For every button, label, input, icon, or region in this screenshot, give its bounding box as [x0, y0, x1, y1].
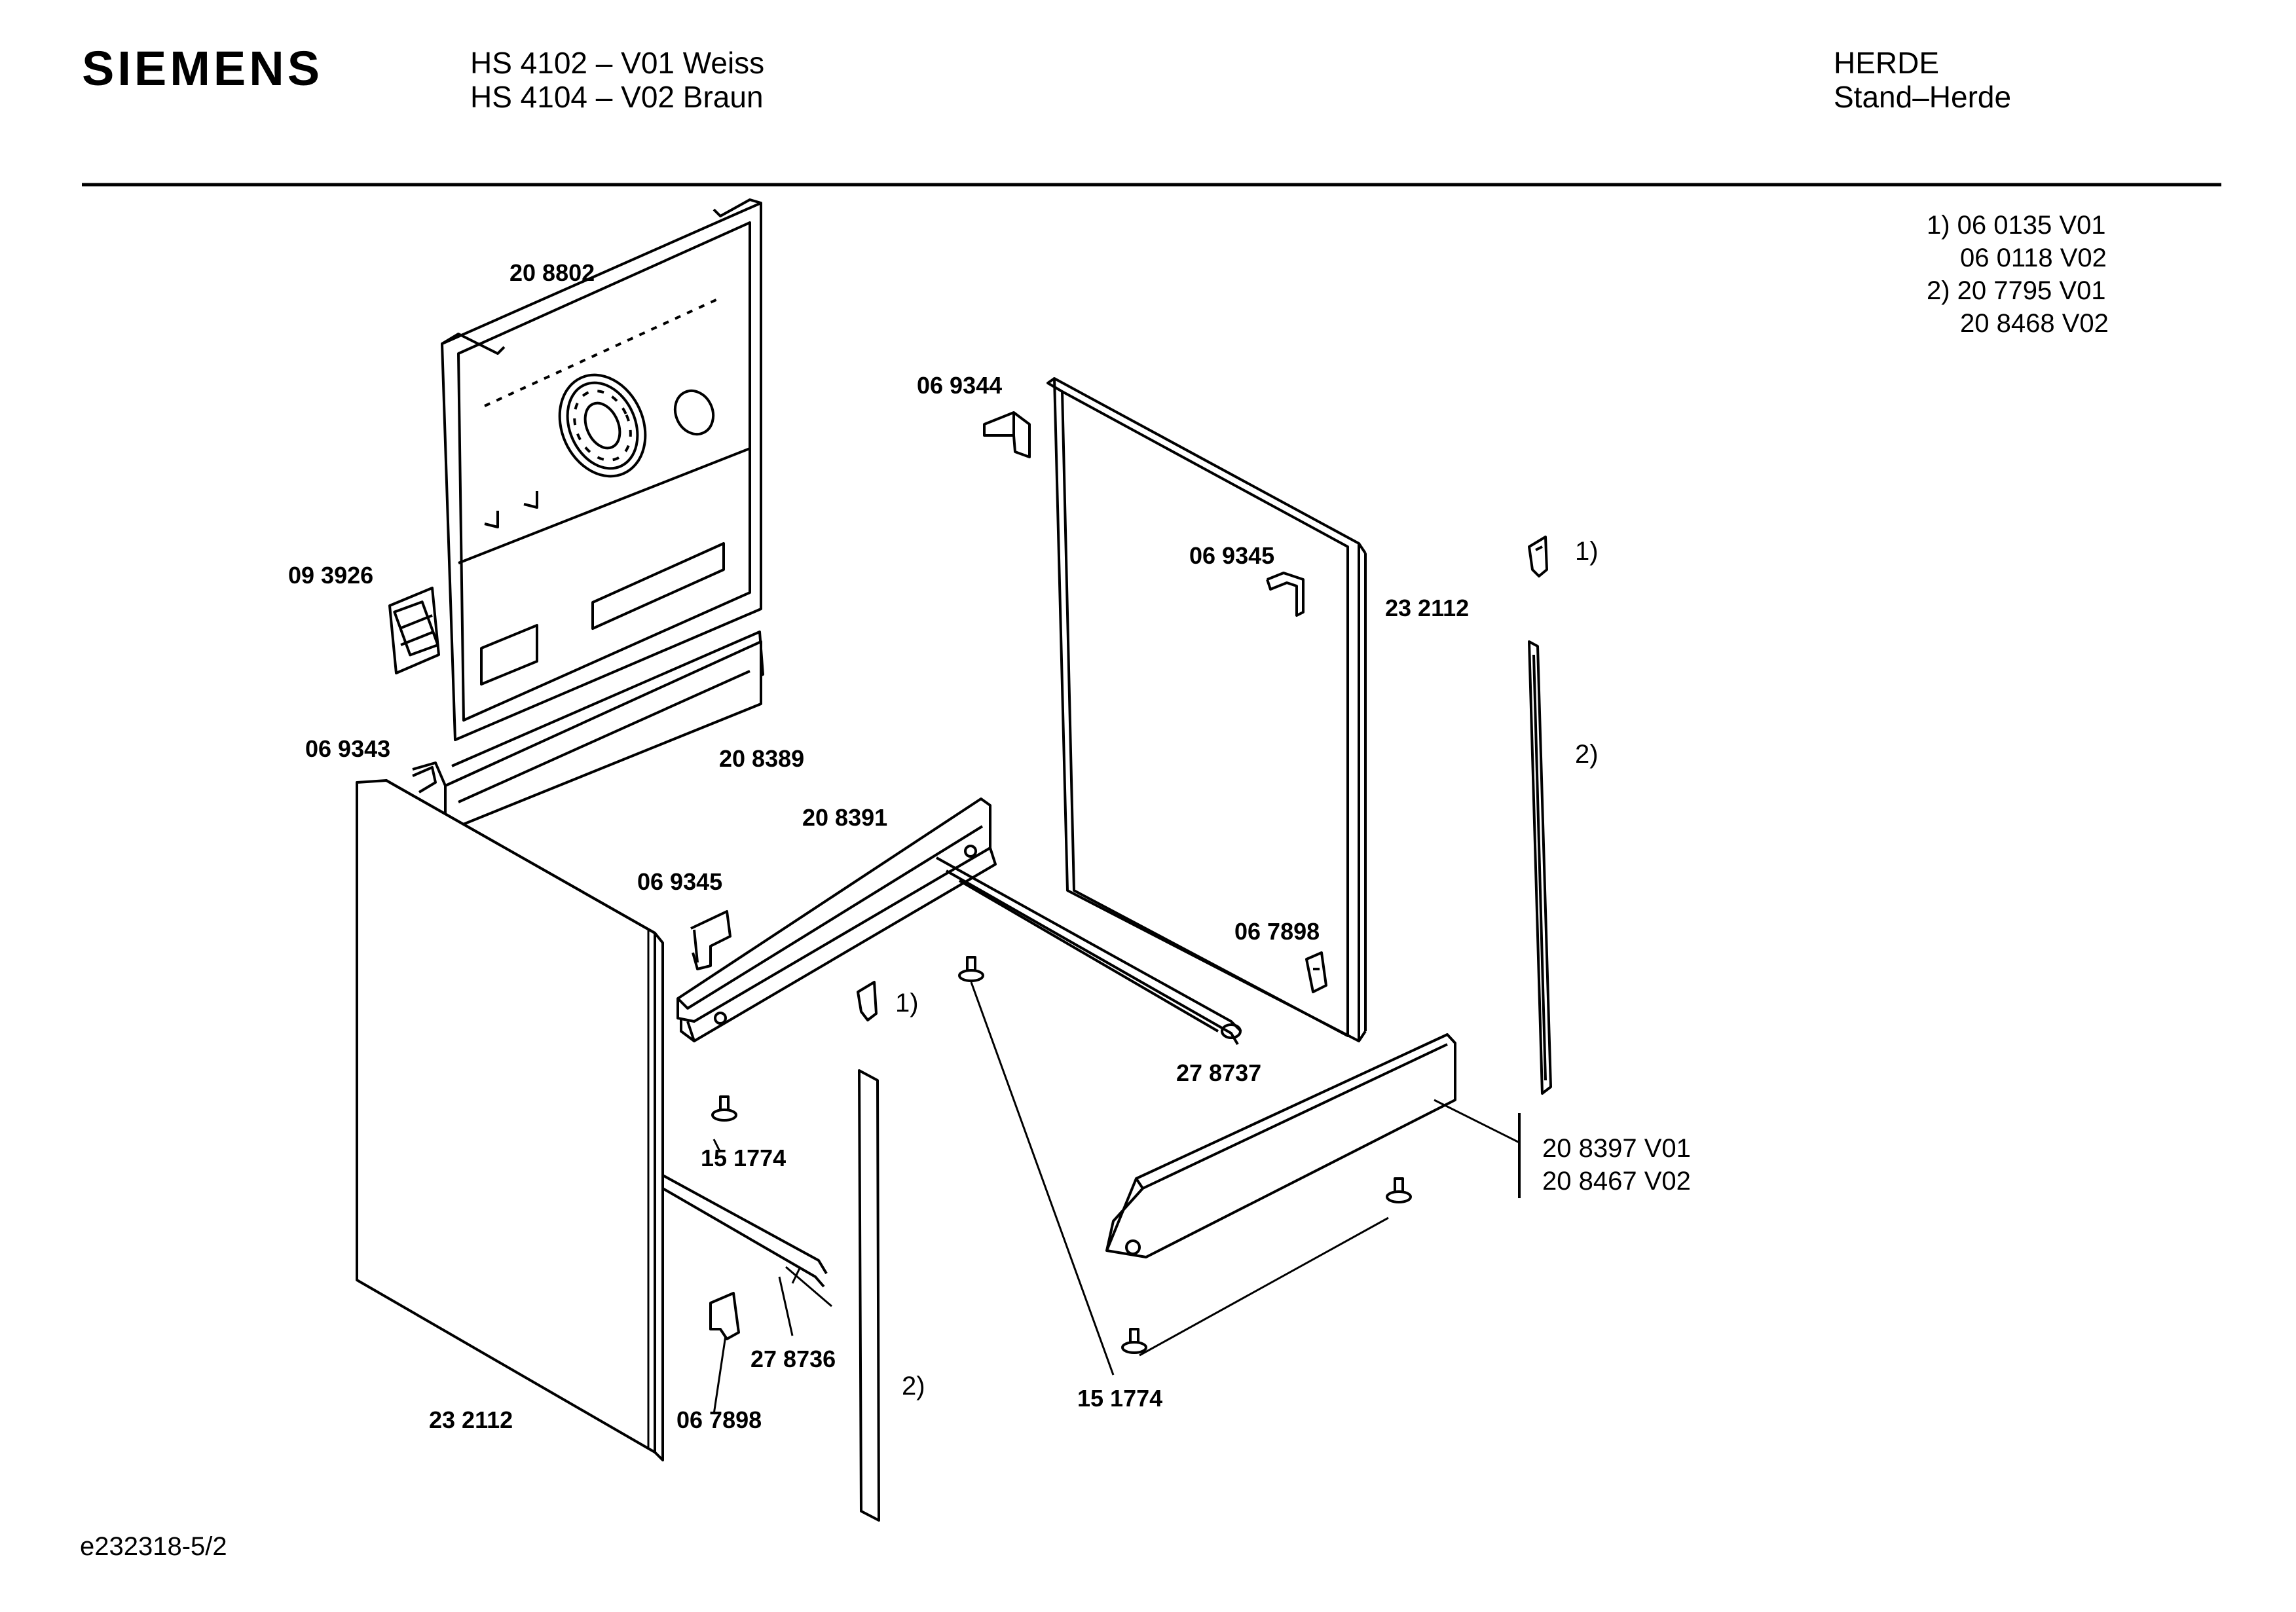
adjustable-foot-bottom-part: [1121, 1217, 1389, 1357]
trim-strip-right-part: [1528, 640, 1552, 1095]
category-line-1: HERDE: [1834, 46, 1940, 80]
label-093926: 09 3926: [288, 562, 374, 589]
label-232112-left: 23 2112: [429, 1406, 513, 1433]
right-support-rail-part: [936, 856, 1242, 1046]
brand-logo: SIEMENS: [82, 41, 324, 96]
adjustable-foot-middle-part: [958, 956, 1115, 1376]
label-151774-left: 15 1774: [701, 1145, 787, 1171]
control-bracket-part: [388, 587, 440, 674]
label-208391: 20 8391: [802, 804, 888, 831]
label-278736: 27 8736: [750, 1346, 836, 1372]
label-069344: 06 9344: [917, 372, 1003, 399]
kickplate-part: [1105, 1033, 1521, 1258]
clip-067898-right-part: [1305, 951, 1327, 993]
label-067898-left: 06 7898: [676, 1406, 762, 1433]
bracket-069344-part: [983, 411, 1031, 458]
label-208802: 20 8802: [509, 259, 595, 286]
label-151774-bottom: 15 1774: [1077, 1385, 1163, 1412]
label-232112-right: 23 2112: [1385, 595, 1470, 621]
ref1-clip-right-part: [1528, 536, 1548, 577]
label-ref1-middle: 1): [895, 989, 919, 1017]
label-kickplate-v01: 20 8397 V01: [1542, 1134, 1691, 1163]
label-069345-lower: 06 9345: [637, 868, 723, 895]
bracket-069343-part: [412, 766, 437, 794]
variant-note-3: 2) 20 7795 V01: [1927, 276, 2106, 305]
label-067898-right: 06 7898: [1234, 918, 1320, 945]
label-208389: 20 8389: [719, 745, 805, 772]
drawing-code: e232318-5/2: [80, 1532, 227, 1561]
model-line-2: HS 4104 – V02 Braun: [470, 80, 764, 114]
variant-note-2: 06 0118 V02: [1960, 244, 2107, 272]
category-line-2: Stand–Herde: [1834, 80, 2012, 114]
adjustable-foot-right-part: [1386, 1177, 1412, 1203]
adjustable-foot-left-part: [711, 1095, 737, 1122]
ref1-clip-middle-part: [857, 981, 878, 1021]
left-side-panel-part: [356, 779, 664, 1461]
trim-strip-left-part: [858, 1069, 880, 1522]
label-069343: 06 9343: [305, 735, 391, 762]
right-side-panel-part: [1046, 377, 1367, 1042]
clip-067898-left-part: [709, 1292, 740, 1415]
left-support-rail-part: [661, 1174, 832, 1308]
variant-note-4: 20 8468 V02: [1960, 309, 2109, 338]
bracket-069345-upper-part: [1266, 572, 1305, 617]
label-278737: 27 8737: [1176, 1059, 1262, 1086]
bracket-069345-lower-part: [690, 910, 731, 970]
label-ref2-right: 2): [1575, 740, 1599, 769]
label-kickplate-v02: 20 8467 V02: [1542, 1167, 1691, 1196]
model-line-1: HS 4102 – V01 Weiss: [470, 46, 765, 80]
front-frame-rail-part: [676, 797, 997, 1042]
label-ref2-left: 2): [902, 1372, 925, 1401]
back-panel-part: [441, 198, 764, 797]
variant-note-1: 1) 06 0135 V01: [1927, 211, 2106, 240]
label-ref1-right: 1): [1575, 537, 1599, 566]
label-069345-upper: 06 9345: [1189, 542, 1275, 569]
